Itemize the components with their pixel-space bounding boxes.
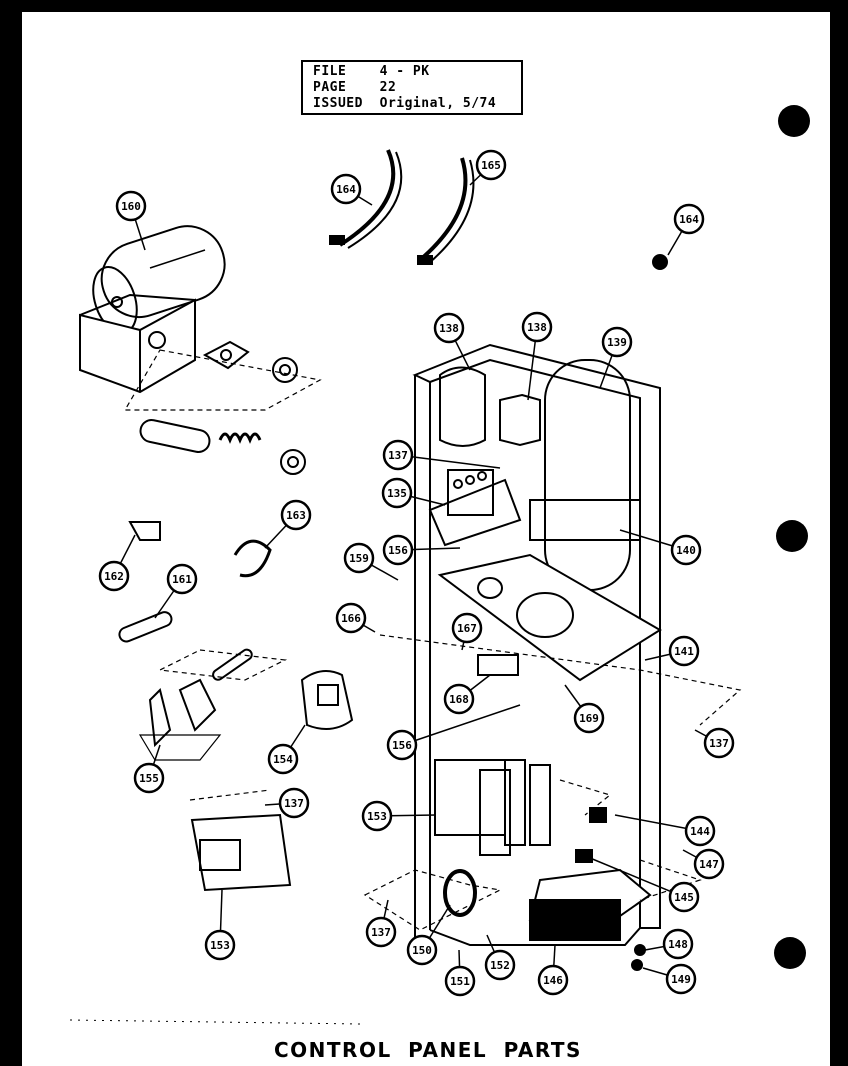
- callout-circle-c36: [662, 928, 694, 960]
- issued-value: Original, 5/74: [379, 96, 497, 111]
- callout-circle-c3: [475, 149, 507, 181]
- callout-number-c18: 168: [449, 693, 469, 706]
- callout-circle-c28: [693, 848, 725, 880]
- issued-label: ISSUED: [313, 96, 363, 111]
- callout-circle-c32: [406, 934, 438, 966]
- callout-circle-c6: [521, 311, 553, 343]
- callout-number-c3: 165: [481, 159, 501, 172]
- callout-circle-c2: [330, 173, 362, 205]
- callout-number-c10: 156: [388, 544, 408, 557]
- callout-number-c35: 146: [543, 974, 563, 987]
- callout-number-c6: 138: [527, 321, 547, 334]
- callout-circle-c22: [386, 729, 418, 761]
- callout-number-c1: 160: [121, 200, 141, 213]
- callout-number-c33: 152: [490, 959, 510, 972]
- scan-noise-line: [69, 1019, 361, 1025]
- binder-hole-middle: [776, 520, 808, 552]
- callout-circle-c26: [361, 800, 393, 832]
- wire-harness-drawing: [329, 149, 668, 270]
- callout-number-c15: 161: [172, 573, 192, 586]
- diagram-caption: CONTROL PANEL PARTS: [274, 1038, 582, 1062]
- callout-circle-c20: [668, 635, 700, 667]
- callout-circle-c8: [382, 439, 414, 471]
- callout-circle-c27: [684, 815, 716, 847]
- callout-circle-c5: [433, 312, 465, 344]
- callout-number-c26: 153: [367, 810, 387, 823]
- file-label: FILE: [313, 64, 347, 79]
- callout-circle-c37: [665, 963, 697, 995]
- callout-circle-c11: [343, 542, 375, 574]
- callout-number-c2: 164: [336, 183, 356, 196]
- callout-circle-c25: [278, 787, 310, 819]
- leader-line-c29: [589, 857, 685, 898]
- callout-number-c17: 167: [457, 622, 477, 635]
- page-value: 22: [379, 80, 397, 95]
- callout-circle-c1: [115, 190, 147, 222]
- binder-hole-top: [778, 105, 810, 137]
- callout-circle-c33: [484, 949, 516, 981]
- callout-circle-c14: [98, 560, 130, 592]
- page-label: PAGE: [313, 80, 347, 95]
- callout-number-c20: 141: [674, 645, 694, 658]
- callout-number-c34: 151: [450, 975, 470, 988]
- callout-number-c31: 153: [210, 939, 230, 952]
- callout-number-c21: 137: [709, 737, 729, 750]
- callout-number-c37: 149: [671, 973, 691, 986]
- callout-circle-c23: [267, 743, 299, 775]
- callout-number-c4: 164: [679, 213, 699, 226]
- callout-circle-c10: [382, 534, 414, 566]
- callout-number-c16: 166: [341, 612, 361, 625]
- callout-circle-c30: [365, 916, 397, 948]
- callout-circle-c19: [573, 702, 605, 734]
- file-info-box: FILE 4 - PK PAGE 22 ISSUED Original, 5/7…: [301, 60, 523, 115]
- callout-circle-c35: [537, 964, 569, 996]
- callout-number-c27: 144: [690, 825, 710, 838]
- binder-hole-bottom: [774, 937, 806, 969]
- leader-line-c22: [401, 704, 521, 746]
- callout-number-c36: 148: [668, 938, 688, 951]
- callout-circle-c21: [703, 727, 735, 759]
- callout-number-c12: 140: [676, 544, 696, 557]
- callout-number-c24: 155: [139, 772, 159, 785]
- callout-number-c30: 137: [371, 926, 391, 939]
- control-panel-chassis-drawing: [363, 343, 742, 971]
- file-row: FILE 4 - PK: [313, 64, 430, 79]
- file-value: 4 - PK: [379, 64, 430, 79]
- callout-circle-c12: [670, 534, 702, 566]
- callout-number-c22: 156: [392, 739, 412, 752]
- callout-circle-c18: [443, 683, 475, 715]
- callout-number-c28: 147: [699, 858, 719, 871]
- callout-circle-c34: [444, 965, 476, 997]
- callout-circle-c29: [668, 881, 700, 913]
- callout-number-c29: 145: [674, 891, 694, 904]
- callout-circle-c15: [166, 563, 198, 595]
- callout-circle-c4: [673, 203, 705, 235]
- page-row: PAGE 22: [313, 80, 396, 95]
- leader-line-c8: [397, 454, 501, 469]
- issued-row: ISSUED Original, 5/74: [313, 96, 496, 111]
- callout-number-c9: 135: [387, 487, 407, 500]
- callout-number-c32: 150: [412, 944, 432, 957]
- callout-number-c25: 137: [284, 797, 304, 810]
- callout-number-c11: 159: [349, 552, 369, 565]
- callout-number-c13: 163: [286, 509, 306, 522]
- callout-circle-c31: [204, 929, 236, 961]
- callout-number-c19: 169: [579, 712, 599, 725]
- capacitor-assembly-drawing: [79, 225, 322, 475]
- callout-number-c23: 154: [273, 753, 293, 766]
- callout-number-c8: 137: [388, 449, 408, 462]
- callout-circle-c9: [381, 477, 413, 509]
- callout-circle-c7: [601, 326, 633, 358]
- callout-circle-c13: [280, 499, 312, 531]
- callout-circle-c16: [335, 602, 367, 634]
- callout-number-c14: 162: [104, 570, 124, 583]
- callout-number-c5: 138: [439, 322, 459, 335]
- callout-number-c7: 139: [607, 336, 627, 349]
- callout-circle-c24: [133, 762, 165, 794]
- small-parts-drawing: [118, 521, 354, 892]
- callout-circle-c17: [451, 612, 483, 644]
